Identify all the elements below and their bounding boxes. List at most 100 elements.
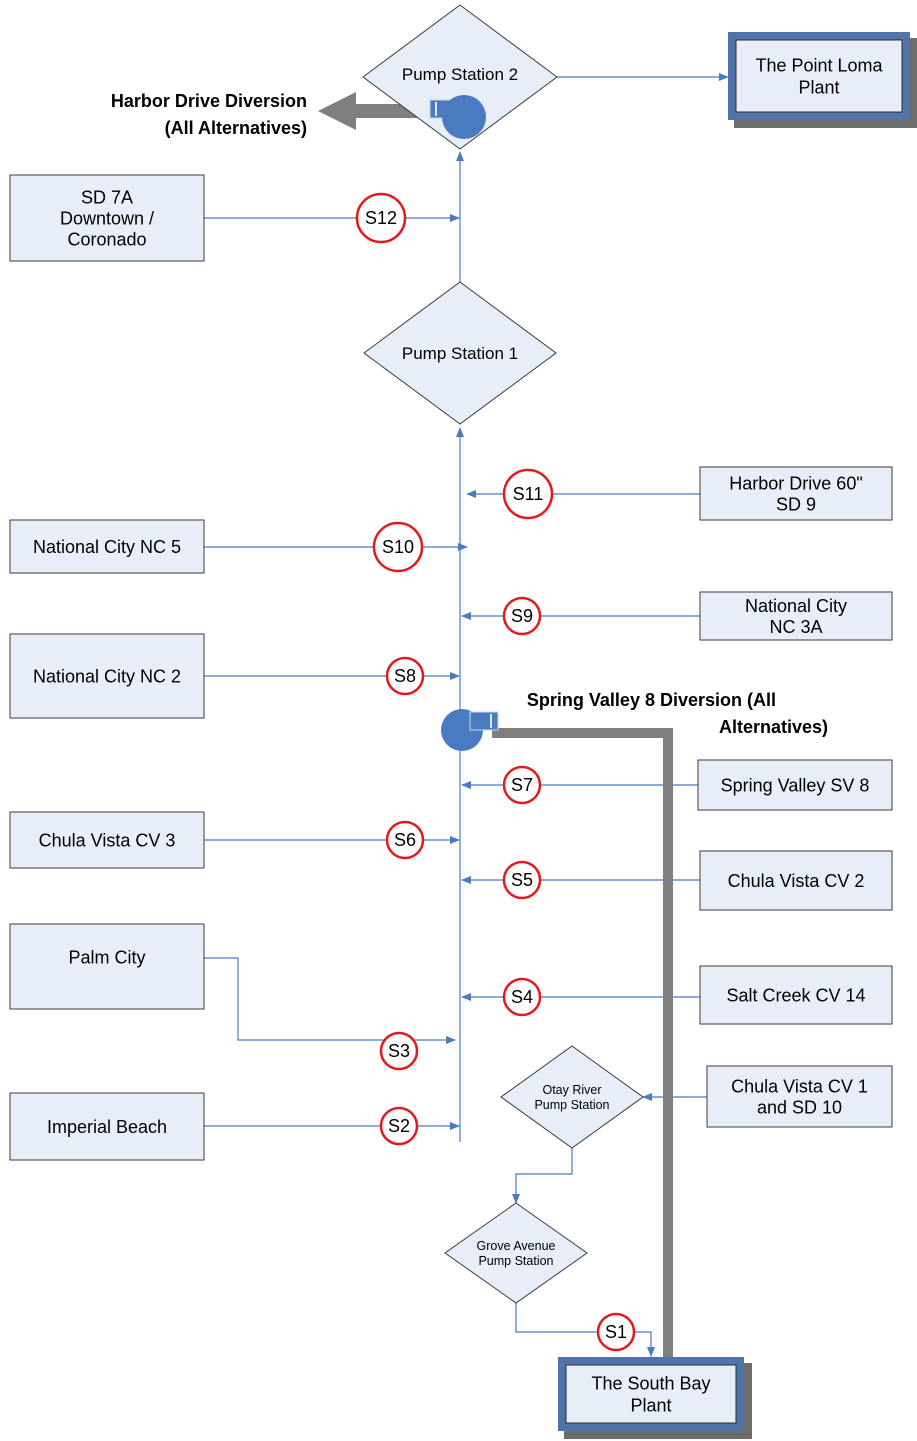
station-marker-s10-circle: [372, 521, 424, 573]
pump-station-label-grove-line-1: Grove Avenue: [477, 1239, 556, 1253]
source-box-cv2: Chula Vista CV 2: [699, 850, 893, 911]
station-marker-s8-circle: [385, 656, 425, 696]
pump-icon-spring-valley: [441, 709, 499, 751]
station-marker-s1-circle: [596, 1312, 636, 1352]
station-marker-s12: S12: [355, 192, 407, 244]
source-box-sd7a-frame: [9, 174, 205, 262]
station-marker-s10: S10: [372, 521, 424, 573]
pump-station-ps1: Pump Station 1: [363, 281, 557, 425]
station-marker-s7-circle: [502, 765, 542, 805]
plant-point_loma-inner: [735, 39, 903, 113]
station-marker-s12-circle: [355, 192, 407, 244]
station-marker-s6-label: S6: [394, 830, 416, 850]
pump-station-otay-diamond: [500, 1045, 644, 1149]
source-label-harbor60: Harbor Drive 60"SD 9: [729, 473, 862, 514]
source-label-nc3a-line-2: NC 3A: [769, 617, 822, 637]
source-label-nc2-line-1: National City NC 2: [33, 666, 181, 686]
station-marker-s2: S2: [379, 1106, 419, 1146]
source-label-sd7a-line-1: SD 7A: [81, 187, 133, 207]
otay-to-grove-line: [512, 1148, 573, 1204]
station-marker-s11: S11: [502, 468, 554, 520]
pump-station-label-ps1-line-1: Pump Station 1: [402, 344, 518, 363]
source-label-sd7a-line-2: Downtown /: [60, 208, 154, 228]
station-marker-s7-label: S7: [511, 775, 533, 795]
source-label-palm: Palm City: [68, 947, 145, 967]
source-label-nc5-line-1: National City NC 5: [33, 537, 181, 557]
station-marker-s3-circle: [379, 1031, 419, 1071]
station-marker-s11-label: S11: [513, 484, 544, 504]
station-marker-s3-label: S3: [388, 1041, 410, 1061]
pump-station-ps2-diamond: [362, 4, 558, 150]
source-box-cv14: Salt Creek CV 14: [699, 965, 893, 1025]
station-marker-s7: S7: [502, 765, 542, 805]
source-box-nc3a-frame: [699, 591, 893, 641]
station-marker-s10-label: S10: [382, 537, 414, 557]
source-box-sv8-frame: [697, 759, 893, 811]
source-box-nc2-frame: [9, 633, 205, 719]
source-box-harbor60: Harbor Drive 60"SD 9: [699, 466, 893, 521]
spring-valley-diversion-label-line-1: Spring Valley 8 Diversion (All: [527, 690, 776, 710]
source-label-cv14: Salt Creek CV 14: [726, 985, 865, 1005]
station-marker-s8-label: S8: [394, 666, 416, 686]
station-marker-s5-label: S5: [511, 870, 533, 890]
source-label-nc3a-line-1: National City: [745, 596, 847, 616]
pump-station-label-grove-line-2: Pump Station: [478, 1254, 553, 1268]
source-label-cv14-line-1: Salt Creek CV 14: [726, 985, 865, 1005]
source-box-harbor60-frame: [699, 466, 893, 521]
source-box-ib-frame: [9, 1092, 205, 1161]
palm-city-line: [204, 957, 456, 1044]
pump-station-label-otay-line-1: Otay River: [542, 1083, 601, 1097]
grove-to-south-bay-line: [515, 1303, 655, 1357]
station-marker-s5: S5: [502, 860, 542, 900]
source-label-nc5: National City NC 5: [33, 537, 181, 557]
source-box-cv3-frame: [9, 811, 205, 869]
source-label-sd7a-line-3: Coronado: [67, 229, 146, 249]
pump-icon-harbor: [429, 95, 486, 139]
source-label-cv3-line-1: Chula Vista CV 3: [39, 830, 176, 850]
station-marker-s11-circle: [502, 468, 554, 520]
source-label-nc2: National City NC 2: [33, 666, 181, 686]
source-box-sv8: Spring Valley SV 8: [697, 759, 893, 811]
station-marker-s9-circle: [502, 596, 542, 636]
harbor-drive-diversion-label: Harbor Drive Diversion(All Alternatives): [111, 91, 307, 138]
station-marker-s6-circle: [385, 820, 425, 860]
source-label-harbor60-line-2: SD 9: [776, 494, 816, 514]
source-label-cv2-line-1: Chula Vista CV 2: [728, 871, 865, 891]
source-box-cv3: Chula Vista CV 3: [9, 811, 205, 869]
station-marker-s4: S4: [502, 977, 542, 1017]
source-box-ib: Imperial Beach: [9, 1092, 205, 1161]
source-label-cv1-line-2: and SD 10: [757, 1097, 842, 1117]
source-box-cv14-frame: [699, 965, 893, 1025]
station-marker-s4-circle: [502, 977, 542, 1017]
pump-station-label-ps2-line-1: Pump Station 2: [402, 65, 518, 84]
source-box-cv2-frame: [699, 850, 893, 911]
pump-station-ps1-diamond: [363, 281, 557, 425]
source-box-nc2: National City NC 2: [9, 633, 205, 719]
plant-label-south-bay-line-2: Plant: [630, 1395, 671, 1415]
harbor-drive-diversion-label-line-2: (All Alternatives): [165, 118, 307, 138]
plant-label-south-bay-line-1: The South Bay: [591, 1373, 710, 1393]
station-marker-s4-label: S4: [511, 987, 533, 1007]
station-marker-s2-circle: [379, 1106, 419, 1146]
spring-valley-diversion-label-line-2: Alternatives): [719, 717, 828, 737]
station-marker-s1: S1: [596, 1312, 636, 1352]
station-marker-s2-label: S2: [388, 1116, 410, 1136]
source-label-sv8-line-1: Spring Valley SV 8: [721, 775, 870, 795]
plant-south_bay-inner: [565, 1364, 737, 1424]
source-label-ib-line-1: Imperial Beach: [47, 1117, 167, 1137]
source-box-nc5: National City NC 5: [9, 519, 205, 574]
